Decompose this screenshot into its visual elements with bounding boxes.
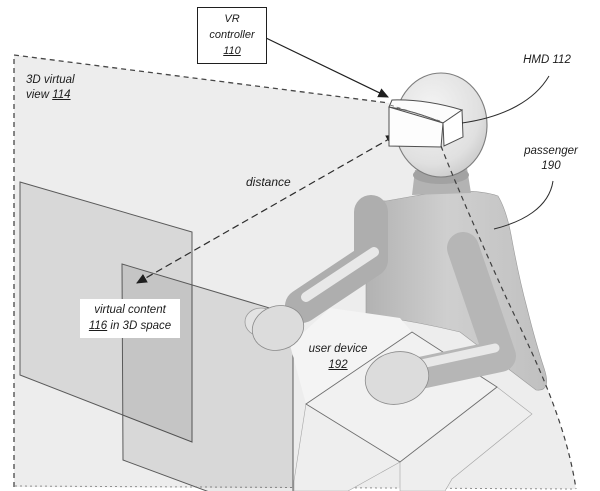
- distance-label: distance: [246, 175, 291, 189]
- passenger-figure: [244, 72, 547, 491]
- virtual-view-line2: view 114: [26, 89, 71, 101]
- virtual-view-label: 3D virtual view 114: [26, 73, 75, 103]
- vr-controller-arrow: [265, 37, 389, 98]
- passenger-left-arm-highlight: [301, 247, 379, 302]
- frustum-right-dashed-edge: [440, 145, 577, 490]
- vr-controller-ref: 110: [223, 45, 241, 57]
- virtual-content-ref: 116: [88, 320, 108, 332]
- passenger-lap: [290, 308, 412, 404]
- passenger-left-hand: [251, 305, 305, 351]
- frustum-left-top-dashed-edge: [13, 54, 390, 487]
- passenger-leader-line: [493, 180, 554, 230]
- passenger-ref: 190: [541, 160, 561, 172]
- passenger-name: passenger: [524, 145, 578, 157]
- passenger-left-leg: [293, 403, 401, 491]
- vr-controller-callout: VR controller 110: [197, 7, 267, 64]
- passenger-label: passenger 190: [517, 144, 585, 174]
- hmd-label-ref: 112: [552, 54, 571, 66]
- distance-line: [136, 134, 397, 284]
- passenger-left-arm: [285, 195, 388, 323]
- hmd-label: HMD 112: [512, 53, 582, 67]
- user-device-label: user device 192: [298, 341, 378, 373]
- user-device-name: user device: [308, 343, 368, 355]
- hmd-leader-line: [461, 75, 550, 124]
- passenger-right-hand: [364, 351, 430, 405]
- passenger-right-arm: [390, 232, 516, 392]
- virtual-view-line1: 3D virtual: [26, 74, 75, 86]
- hmd-right-face: [442, 109, 464, 147]
- vr-controller-line2: controller: [209, 29, 255, 41]
- virtual-content-label: virtual content 116 in 3D space: [80, 299, 180, 338]
- virtual-content-line1: virtual content: [94, 304, 166, 316]
- hmd-hidden-dashed-edge: [389, 104, 441, 122]
- virtual-content-line2: 116 in 3D space: [88, 320, 172, 332]
- user-device-ref: 192: [328, 359, 348, 371]
- virtual-view-ref: 114: [52, 89, 71, 101]
- passenger-right-arm-highlight: [407, 343, 500, 371]
- vr-controller-line1: VR: [224, 13, 240, 25]
- hmd-headset: [388, 99, 464, 148]
- hmd-label-name: HMD: [523, 54, 553, 66]
